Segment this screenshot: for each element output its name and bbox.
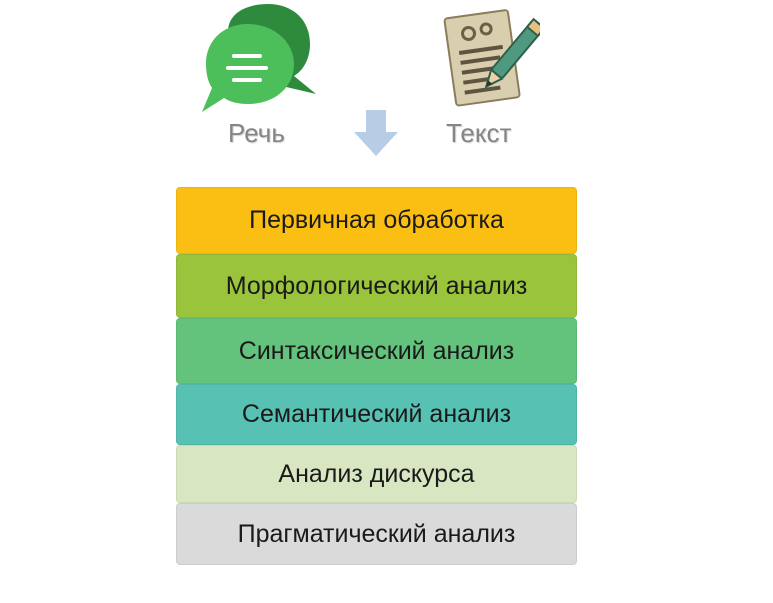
layer-label: Прагматический анализ xyxy=(237,519,516,548)
layer-label: Семантический анализ xyxy=(241,400,512,428)
processing-stack: Первичная обработка Морфологический анал… xyxy=(176,187,577,565)
arrow-down-icon xyxy=(354,110,398,156)
layer-label: Анализ дискурса xyxy=(278,459,475,488)
layer-label: Синтаксический анализ xyxy=(238,336,515,365)
layer-semantic-analysis: Семантический анализ xyxy=(176,384,577,445)
layer-label: Морфологический анализ xyxy=(225,271,528,300)
speech-label: Речь xyxy=(228,118,285,148)
layer-morphological-analysis: Морфологический анализ xyxy=(176,254,577,318)
layer-syntactic-analysis: Синтаксический анализ xyxy=(176,318,577,384)
chat-bubbles-icon xyxy=(202,4,316,112)
layer-pragmatic-analysis: Прагматический анализ xyxy=(176,503,577,565)
layer-discourse-analysis: Анализ дискурса xyxy=(176,445,577,503)
text-label: Текст xyxy=(446,118,512,148)
layer-primary-processing: Первичная обработка xyxy=(176,187,577,254)
layer-label: Первичная обработка xyxy=(249,206,504,234)
document-pen-icon xyxy=(443,9,540,107)
